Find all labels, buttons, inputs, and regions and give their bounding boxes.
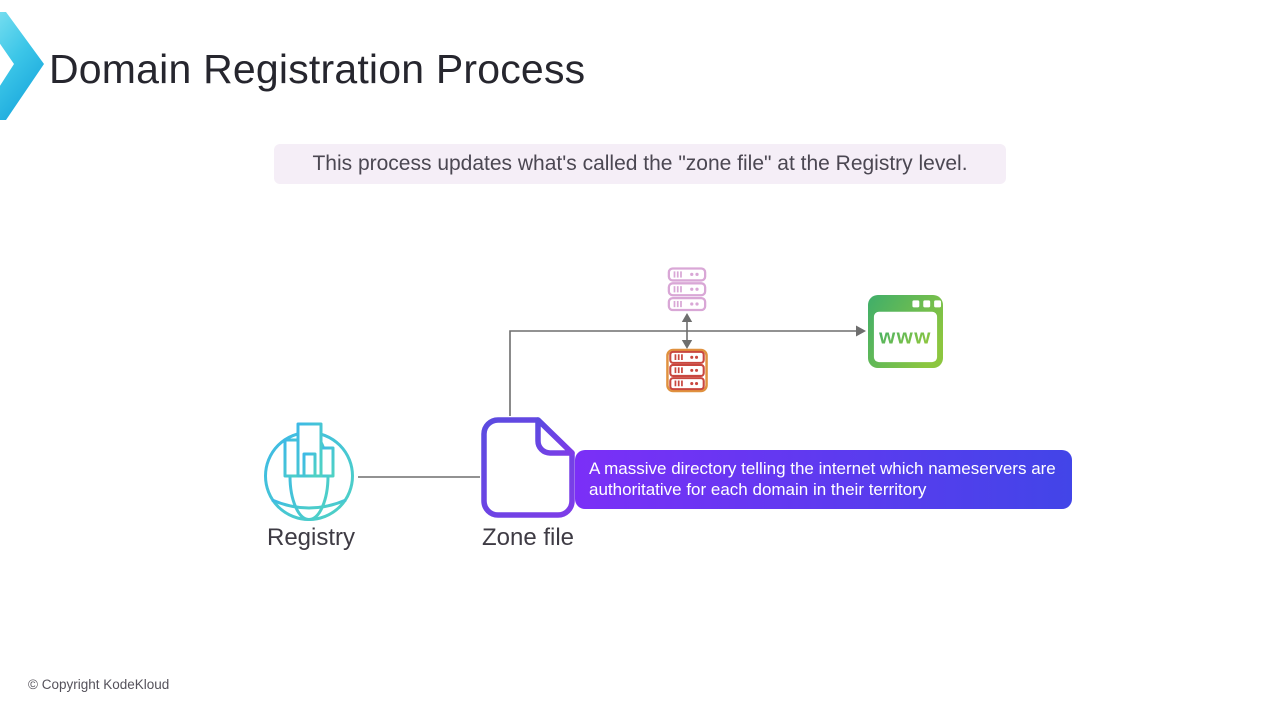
kodekloud-chevron-icon (0, 12, 44, 120)
arrowhead-up-icon (681, 313, 693, 322)
document-file-icon (481, 417, 575, 518)
browser-window-www-icon: www (868, 294, 943, 369)
arrowhead-right-icon (856, 325, 866, 337)
callout-text: A massive directory telling the internet… (589, 458, 1056, 499)
globe-buildings-icon (264, 422, 354, 521)
zone-file-callout: A massive directory telling the internet… (575, 450, 1072, 509)
server-rack-orange-icon (666, 348, 708, 393)
www-label: www (878, 325, 932, 348)
copyright-footer: © Copyright KodeKloud (28, 677, 170, 692)
note-text: This process updates what's called the "… (312, 152, 968, 175)
zone-file-label: Zone file (481, 524, 575, 551)
registry-label: Registry (266, 524, 356, 551)
note-banner: This process updates what's called the "… (274, 144, 1006, 184)
page-title: Domain Registration Process (49, 46, 586, 92)
server-rack-pink-icon (667, 267, 707, 312)
